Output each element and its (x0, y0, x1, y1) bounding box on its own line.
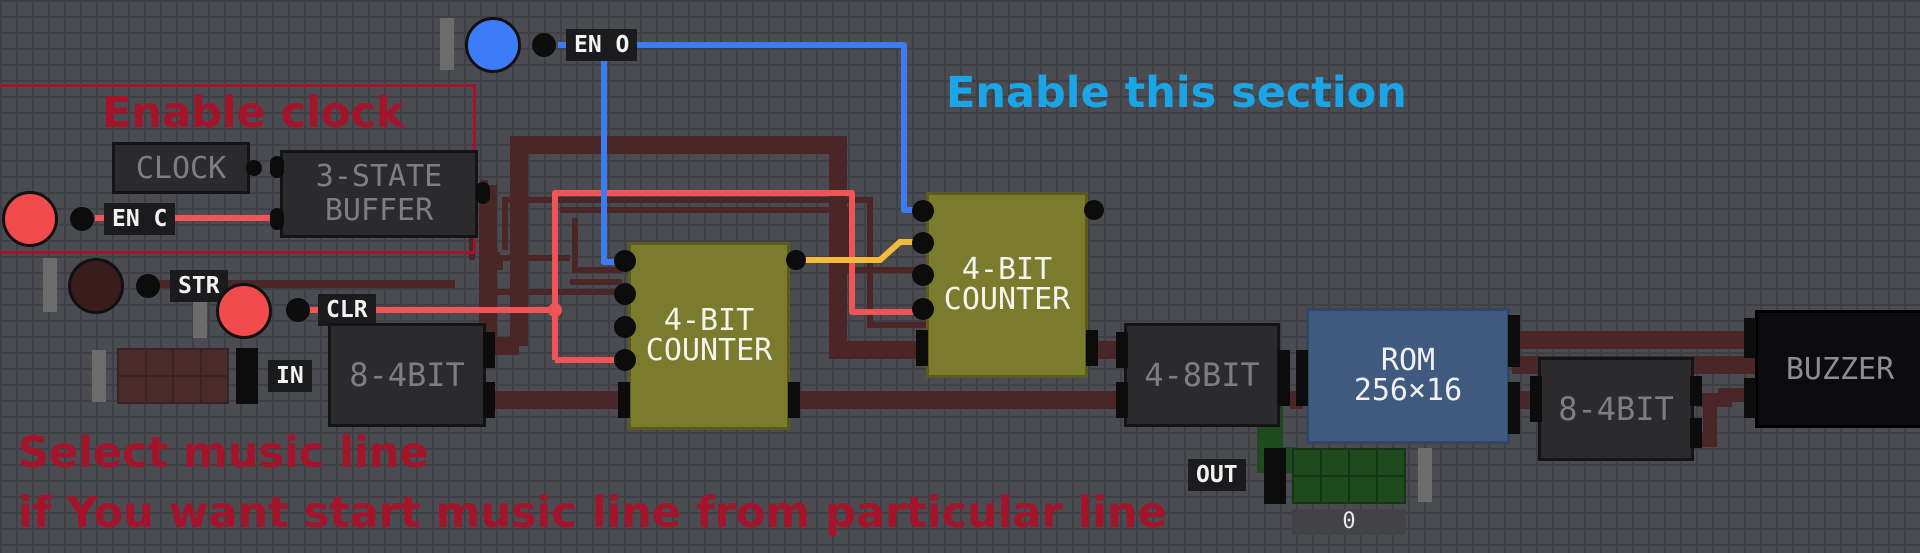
pin (1508, 315, 1520, 367)
clock-component[interactable]: CLOCK (112, 142, 250, 194)
pin (483, 332, 495, 368)
wire-junction (548, 303, 562, 317)
pin (270, 208, 284, 230)
input-handle[interactable] (193, 300, 207, 338)
pin (483, 382, 495, 418)
pin (136, 274, 160, 298)
bus-wire (1710, 388, 1755, 407)
output-handle (1418, 448, 1432, 502)
input-handle[interactable] (43, 258, 57, 312)
pin (912, 298, 934, 320)
pin (1086, 330, 1098, 366)
input-handle[interactable] (92, 350, 106, 402)
pin (1084, 200, 1104, 220)
input-switch-grid[interactable] (117, 348, 229, 404)
bus-wire (502, 197, 928, 328)
red-wire (552, 190, 928, 360)
pin (618, 382, 630, 418)
pin (614, 349, 636, 371)
pin (788, 382, 800, 418)
counter-2[interactable]: 4-BIT COUNTER (926, 192, 1088, 378)
carry-wire (795, 239, 928, 263)
pin (912, 200, 934, 222)
splitter-8-to-4-output[interactable]: 8-4BIT (1538, 357, 1694, 461)
pin (614, 283, 636, 305)
pin (1508, 382, 1520, 434)
pin (1278, 350, 1290, 406)
pin (1116, 382, 1128, 418)
in-label: IN (268, 360, 312, 392)
output-display-grid (1292, 448, 1406, 504)
clr-label: CLR (318, 294, 376, 326)
en-c-label: EN C (104, 203, 176, 235)
pin (1690, 376, 1702, 406)
enable-output-button[interactable] (465, 17, 521, 73)
enable-section-title: Enable this section (946, 68, 1407, 118)
pin (1116, 332, 1128, 368)
bus-wire (510, 136, 928, 359)
pin (916, 330, 928, 366)
joiner-4-to-8[interactable]: 4-8BIT (1124, 323, 1280, 427)
pin (532, 33, 556, 57)
pin (614, 250, 636, 272)
str-label: STR (170, 270, 228, 302)
pin (1744, 378, 1756, 418)
pin (614, 316, 636, 338)
pin (286, 298, 310, 322)
pin (236, 348, 258, 404)
pin (270, 156, 284, 178)
buzzer[interactable]: BUZZER (1755, 310, 1920, 428)
input-handle[interactable] (440, 18, 454, 70)
pin (912, 232, 934, 254)
select-music-line-title: Select music line (18, 428, 429, 478)
bus-wire (572, 218, 622, 273)
three-state-buffer[interactable]: 3-STATE BUFFER (280, 150, 478, 238)
start-line-hint: if You want start music line from partic… (18, 488, 1167, 538)
counter-1[interactable]: 4-BIT COUNTER (628, 242, 790, 430)
pin (476, 182, 490, 204)
en-o-label: EN O (566, 29, 638, 61)
pin (1690, 418, 1702, 448)
pin (1530, 376, 1542, 422)
pin (70, 207, 94, 231)
en-o-wire (558, 42, 928, 213)
clear-button[interactable] (216, 283, 272, 339)
pin (1744, 318, 1756, 358)
pin (1264, 448, 1286, 504)
splitter-8-to-4-input[interactable]: 8-4BIT (328, 323, 486, 427)
enable-clock-button[interactable] (2, 191, 58, 247)
out-label: OUT (1188, 459, 1246, 491)
pin (246, 160, 262, 176)
enable-clock-title: Enable clock (102, 88, 405, 138)
pin (786, 250, 806, 270)
bus-wire (1697, 393, 1717, 447)
output-value: 0 (1292, 509, 1406, 535)
rom-256x16[interactable]: ROM 256×16 (1306, 308, 1510, 444)
pin (912, 264, 934, 286)
store-button[interactable] (68, 258, 124, 314)
pin (1296, 350, 1308, 406)
